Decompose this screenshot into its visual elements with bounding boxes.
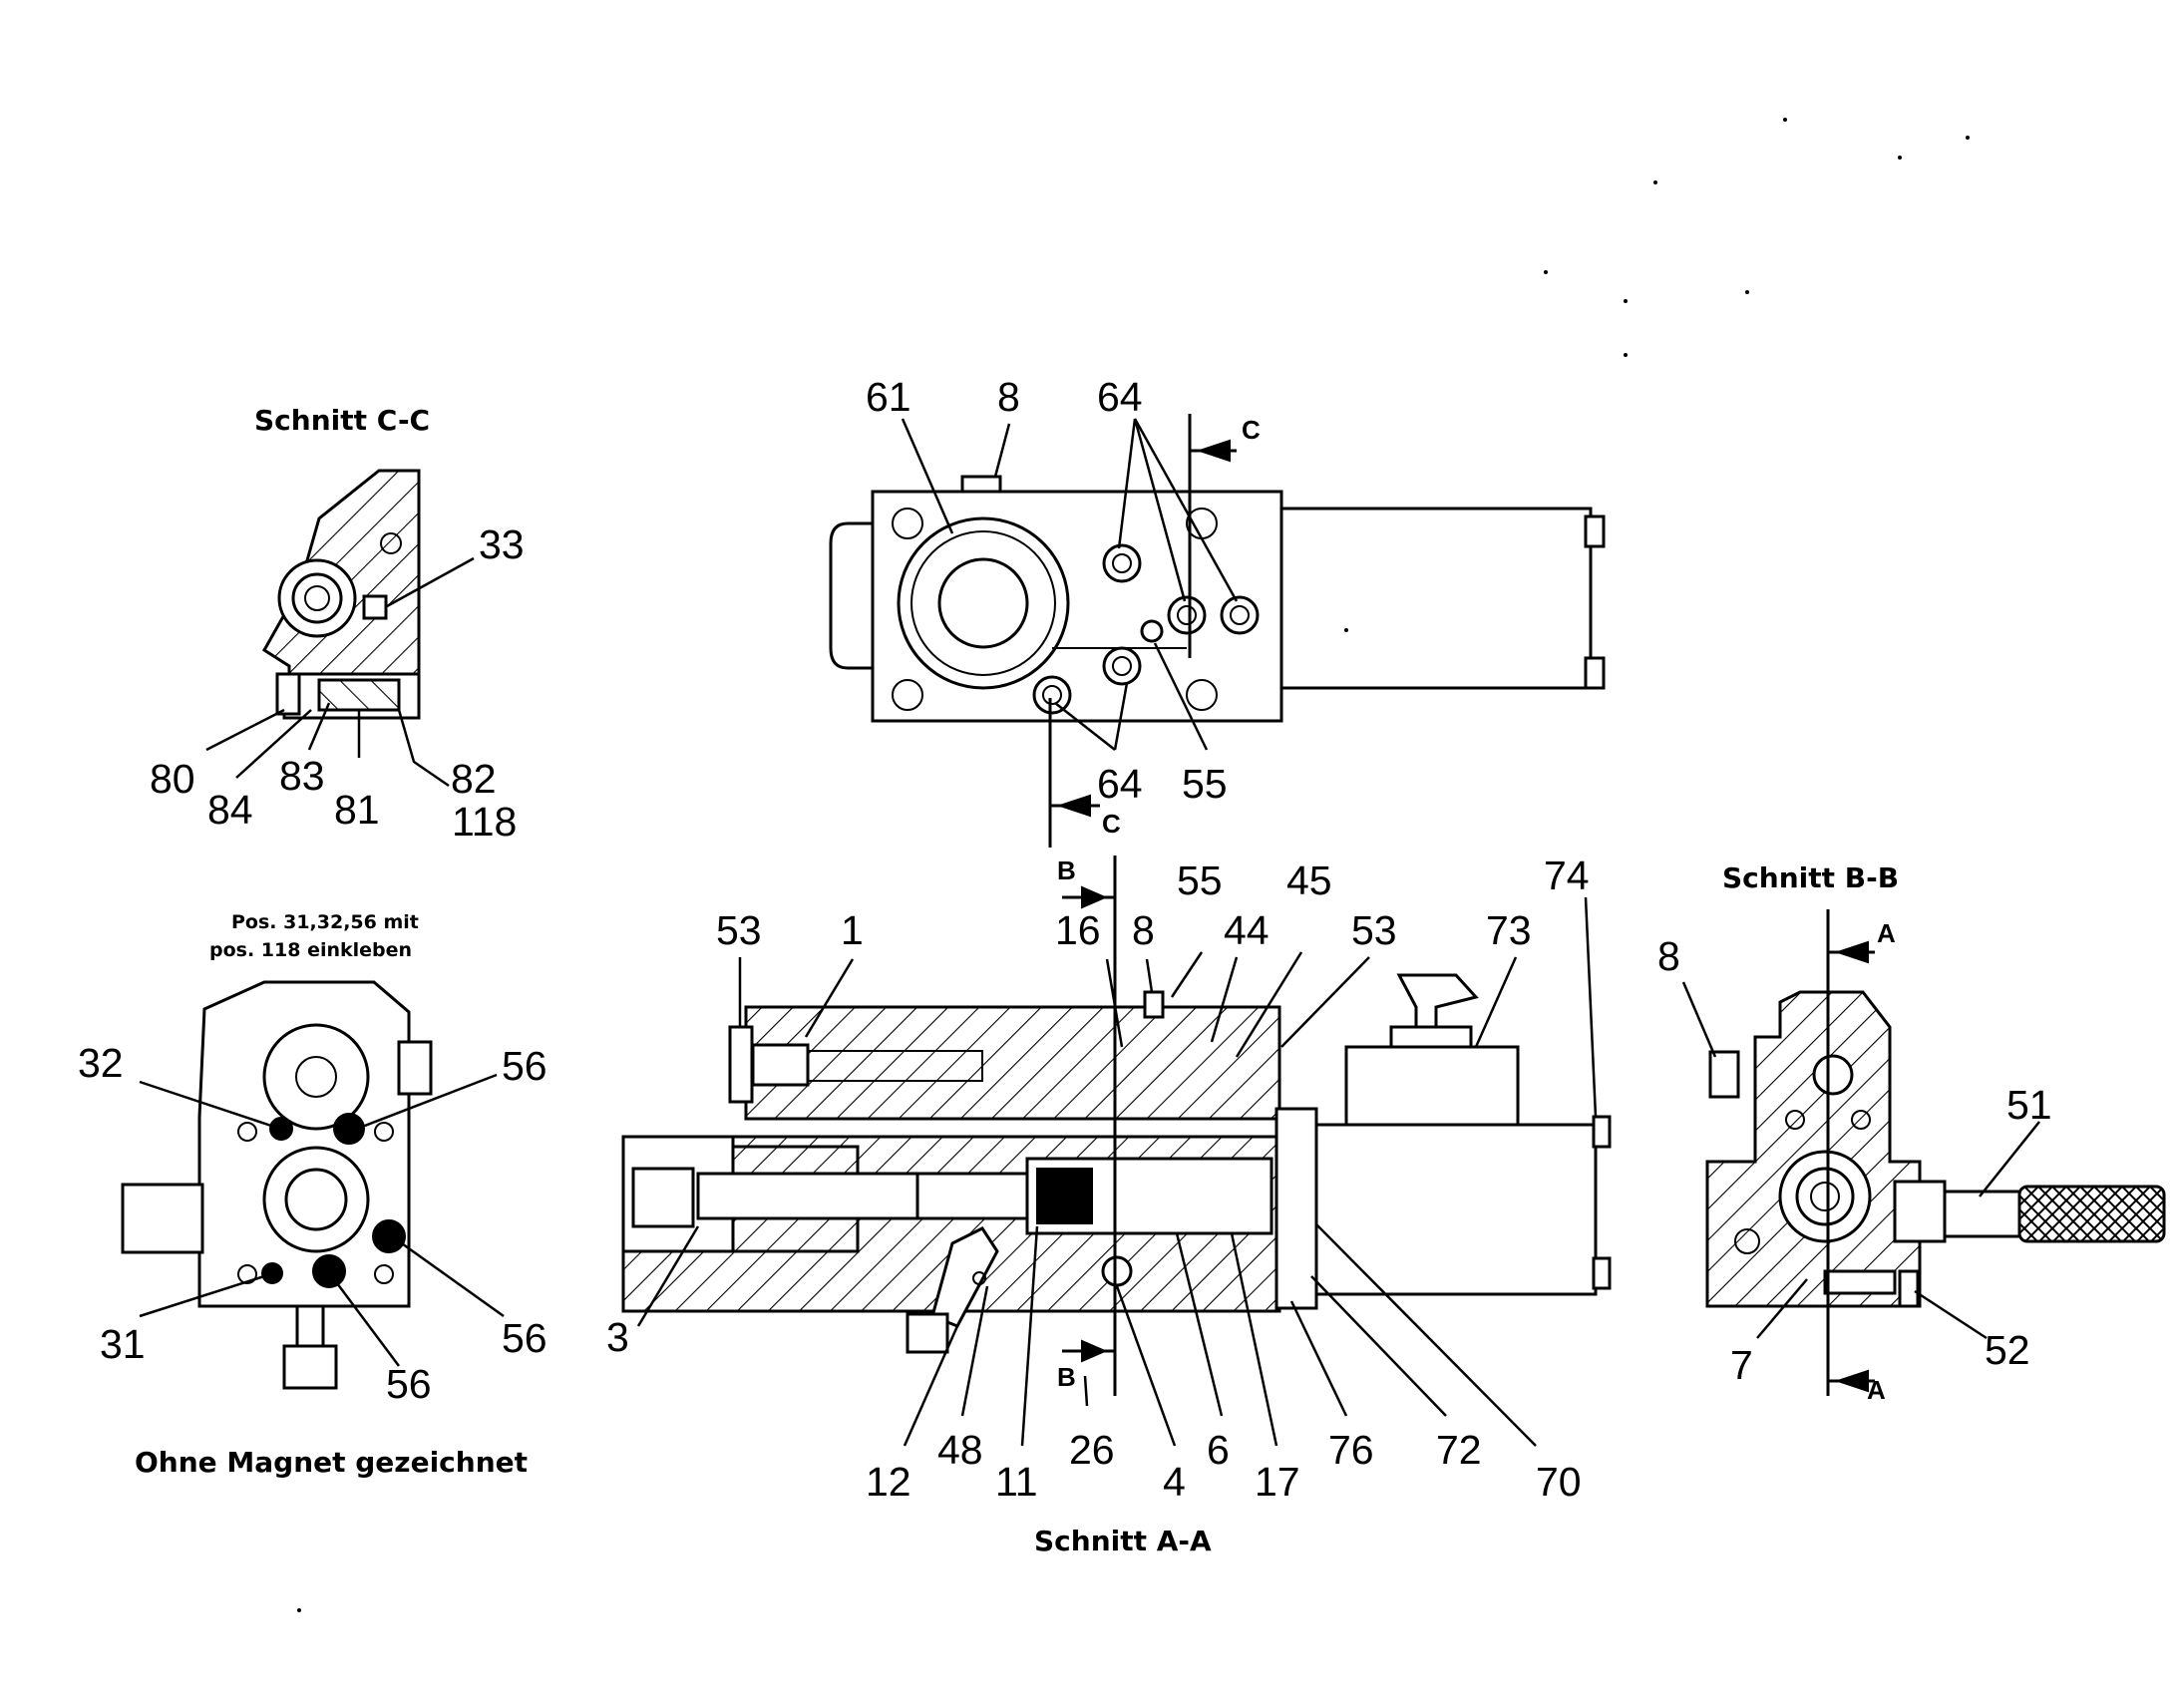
callout-aa-76: 76 [1328,1427,1374,1473]
callout-aa-48: 48 [937,1427,983,1473]
section-bb-title: Schnitt B-B [1722,861,1899,894]
callout-bb-51: 51 [2006,1082,2052,1128]
section-aa-body [621,855,1612,1396]
section-aa-leaders [636,896,1598,1447]
callout-bb-52: 52 [1985,1327,2030,1373]
front-view-leaders [139,1073,505,1367]
callout-aa-55: 55 [1177,857,1223,903]
callout-cc-118: 118 [452,799,517,845]
section-mark-a-bottom: A [1867,1375,1886,1405]
callout-cc-81: 81 [334,787,380,833]
callout-aa-12: 12 [866,1459,911,1505]
callout-front-56b: 56 [502,1315,547,1361]
front-view-body [121,980,433,1390]
section-mark-c-top: C [1242,415,1261,445]
section-cc-leaders [205,556,475,788]
callout-aa-44: 44 [1224,907,1270,953]
callout-cc-83: 83 [279,753,325,799]
callout-front-56c: 56 [386,1361,432,1407]
top-view: C C 61 8 64 64 55 [829,374,1606,848]
section-bb-body [1705,909,2166,1396]
callout-aa-11: 11 [995,1459,1038,1505]
callout-aa-16: 16 [1055,907,1101,953]
front-caption: Ohne Magnet gezeichnet [135,1446,528,1479]
section-cc-view: Schnitt C-C 33 80 84 83 81 82 118 [150,404,525,845]
top-view-leaders [901,418,1239,751]
section-aa-title: Schnitt A-A [1034,1525,1212,1557]
callout-aa-73: 73 [1486,907,1532,953]
front-view: Pos. 31,32,56 mit pos. 118 einkleben [78,911,547,1479]
scan-dots [297,118,1970,1612]
callout-cc-82: 82 [451,756,497,802]
section-bb-view: Schnitt B-B A A [1657,861,2166,1405]
callout-aa-3: 3 [606,1314,629,1360]
callout-aa-53b: 53 [1351,907,1397,953]
section-mark-a-top: A [1877,918,1896,948]
callout-aa-72: 72 [1436,1427,1482,1473]
section-mark-c-bottom: C [1102,809,1121,839]
callout-aa-74: 74 [1544,853,1590,898]
callout-front-32: 32 [78,1040,124,1086]
section-cc-body [261,469,421,720]
top-view-section-lines [1048,414,1237,848]
callout-aa-26: 26 [1069,1427,1115,1473]
callout-bb-7: 7 [1730,1342,1753,1388]
callout-aa-70: 70 [1536,1459,1582,1505]
callout-aa-6: 6 [1207,1427,1230,1473]
section-mark-b-top: B [1057,855,1076,885]
callout-cc-33: 33 [479,521,525,567]
callout-aa-53a: 53 [716,907,762,953]
section-cc-title: Schnitt C-C [254,404,430,437]
callout-aa-1: 1 [841,907,864,953]
callout-top-64b: 64 [1097,761,1143,807]
front-note-line2: pos. 118 einkleben [209,939,412,961]
top-view-body [829,475,1606,723]
section-mark-b-bottom: B [1057,1362,1076,1392]
callout-cc-84: 84 [207,787,253,833]
callout-front-56a: 56 [502,1043,547,1089]
callout-aa-17: 17 [1255,1459,1300,1505]
callout-aa-8: 8 [1132,907,1155,953]
callout-top-64a: 64 [1097,374,1143,420]
front-note-line1: Pos. 31,32,56 mit [231,911,419,933]
callout-cc-80: 80 [150,756,195,802]
section-bb-leaders [1681,981,2040,1340]
callout-bb-8: 8 [1657,933,1680,979]
section-aa-view: B B 53 1 16 8 55 [606,853,1612,1557]
callout-aa-4: 4 [1163,1459,1186,1505]
callout-top-8: 8 [997,374,1020,420]
callout-top-61: 61 [866,374,911,420]
callout-aa-45: 45 [1286,857,1332,903]
callout-top-55: 55 [1182,761,1228,807]
callout-front-31: 31 [100,1321,146,1367]
